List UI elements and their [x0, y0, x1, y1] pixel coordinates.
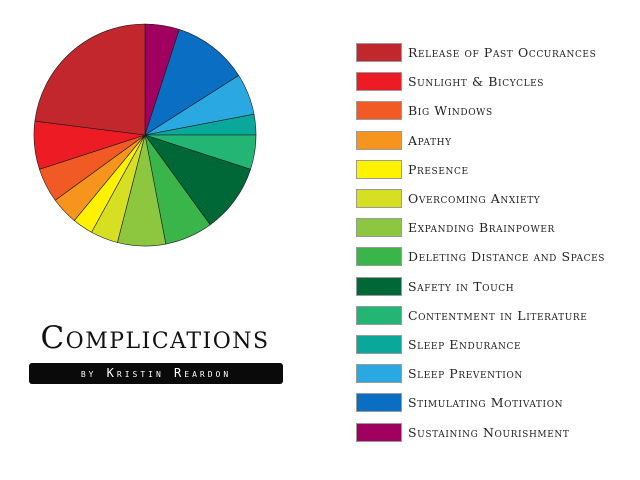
legend-item-release-of-past-occurances: Release of Past Occurances	[356, 38, 626, 67]
pie-chart	[33, 23, 257, 247]
legend-label: Safety in Touch	[408, 278, 515, 294]
legend-item-presence: Presence	[356, 155, 626, 184]
legend-swatch	[356, 189, 402, 209]
legend-item-sleep-endurance: Sleep Endurance	[356, 330, 626, 359]
chart-title: Complications	[40, 320, 270, 356]
pie-slice-stimulating-motivation	[144, 29, 240, 136]
legend-swatch	[356, 393, 402, 413]
legend-swatch	[356, 334, 402, 354]
legend-item-expanding-brainpower: Expanding Brainpower	[356, 213, 626, 242]
legend-label: Sleep Prevention	[408, 366, 523, 382]
legend-item-sleep-prevention: Sleep Prevention	[356, 359, 626, 388]
legend-swatch	[356, 101, 402, 121]
legend-swatch	[356, 276, 402, 296]
legend-swatch	[356, 159, 402, 179]
legend-item-sunlight-and-bicycles: Sunlight & Bicycles	[356, 67, 626, 96]
legend-swatch	[356, 247, 402, 267]
legend-swatch	[356, 43, 402, 63]
legend-item-overcoming-anxiety: Overcoming Anxiety	[356, 184, 626, 213]
legend-label: Deleting Distance and Spaces	[408, 249, 606, 265]
legend-label: Sustaining Nourishment	[408, 424, 570, 440]
legend-swatch	[356, 218, 402, 238]
legend-swatch	[356, 130, 402, 150]
legend-label: Apathy	[408, 132, 452, 148]
legend-swatch	[356, 422, 402, 442]
legend-label: Sleep Endurance	[408, 336, 522, 352]
legend-swatch	[356, 364, 402, 384]
legend-item-sustaining-nourishment: Sustaining Nourishment	[356, 417, 626, 446]
pie-slice-release-of-past-occurances	[34, 23, 146, 136]
legend-label: Release of Past Occurances	[408, 45, 597, 61]
legend-label: Big Windows	[408, 103, 493, 119]
legend-label: Stimulating Motivation	[408, 395, 564, 411]
chart-byline: by Kristin Reardon	[29, 363, 283, 384]
legend-item-safety-in-touch: Safety in Touch	[356, 272, 626, 301]
legend-swatch	[356, 305, 402, 325]
legend-item-stimulating-motivation: Stimulating Motivation	[356, 388, 626, 417]
legend-swatch	[356, 72, 402, 92]
legend-item-contentment-in-literature: Contentment in Literature	[356, 301, 626, 330]
legend-item-deleting-distance-and-spaces: Deleting Distance and Spaces	[356, 242, 626, 271]
legend-label: Overcoming Anxiety	[408, 191, 541, 207]
legend-label: Presence	[408, 161, 469, 177]
legend-label: Expanding Brainpower	[408, 220, 555, 236]
legend-label: Contentment in Literature	[408, 307, 588, 323]
legend-item-apathy: Apathy	[356, 126, 626, 155]
legend-item-big-windows: Big Windows	[356, 96, 626, 125]
legend-label: Sunlight & Bicycles	[408, 74, 545, 90]
